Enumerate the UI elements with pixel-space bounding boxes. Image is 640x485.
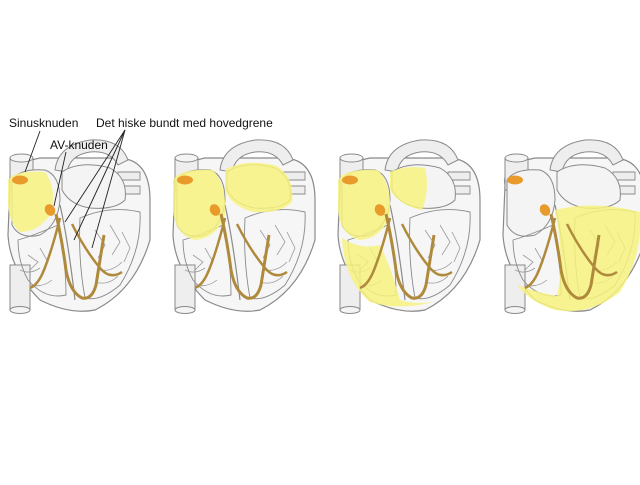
av-node (539, 204, 551, 216)
right-bundle-branch (524, 217, 557, 290)
heart-panel-4 (502, 139, 640, 315)
right-bundle-branch (29, 217, 62, 290)
sinus-node (342, 175, 358, 185)
left-bundle-branch (70, 223, 123, 277)
heart-panel-2 (172, 139, 316, 315)
sinus-node (12, 175, 28, 185)
left-bundle-branch (565, 223, 618, 277)
his-bundle-path (219, 213, 271, 300)
left-bundle-branch (400, 223, 453, 277)
bundle-of-his-label: Det hiske bundt med hovedgrene (96, 116, 273, 130)
activation-right-atrium (173, 169, 226, 240)
his-leader-line-2 (73, 129, 126, 241)
av-node (374, 204, 386, 216)
activation-right-atrium (338, 169, 391, 240)
sinus-node (507, 175, 523, 185)
heart-panel-1 (7, 139, 151, 315)
activation-ventricles (517, 205, 640, 312)
his-bundle-path (549, 213, 601, 300)
av-node-label: AV-knuden (50, 138, 108, 152)
his-leader-line-1 (64, 129, 126, 223)
right-bundle-branch (359, 217, 392, 290)
sinus-node (177, 175, 193, 185)
his-leader-line-3 (91, 129, 126, 249)
right-bundle-branch (194, 217, 227, 290)
his-bundle-path (384, 213, 436, 300)
activation-bundle-branches (342, 238, 440, 307)
left-bundle-branch (235, 223, 288, 277)
activation-left-atrium (225, 162, 293, 213)
his-bundle-path (54, 213, 106, 300)
av-node (209, 204, 221, 216)
heart-panel-3 (337, 139, 481, 315)
av-node (44, 204, 56, 216)
sinus-leader-line (24, 130, 41, 173)
activation-left-atrium-partial (390, 167, 427, 210)
activation-sinus-node-area (8, 171, 54, 232)
av-leader-line (53, 151, 67, 207)
sinus-node-label: Sinusknuden (9, 116, 79, 130)
